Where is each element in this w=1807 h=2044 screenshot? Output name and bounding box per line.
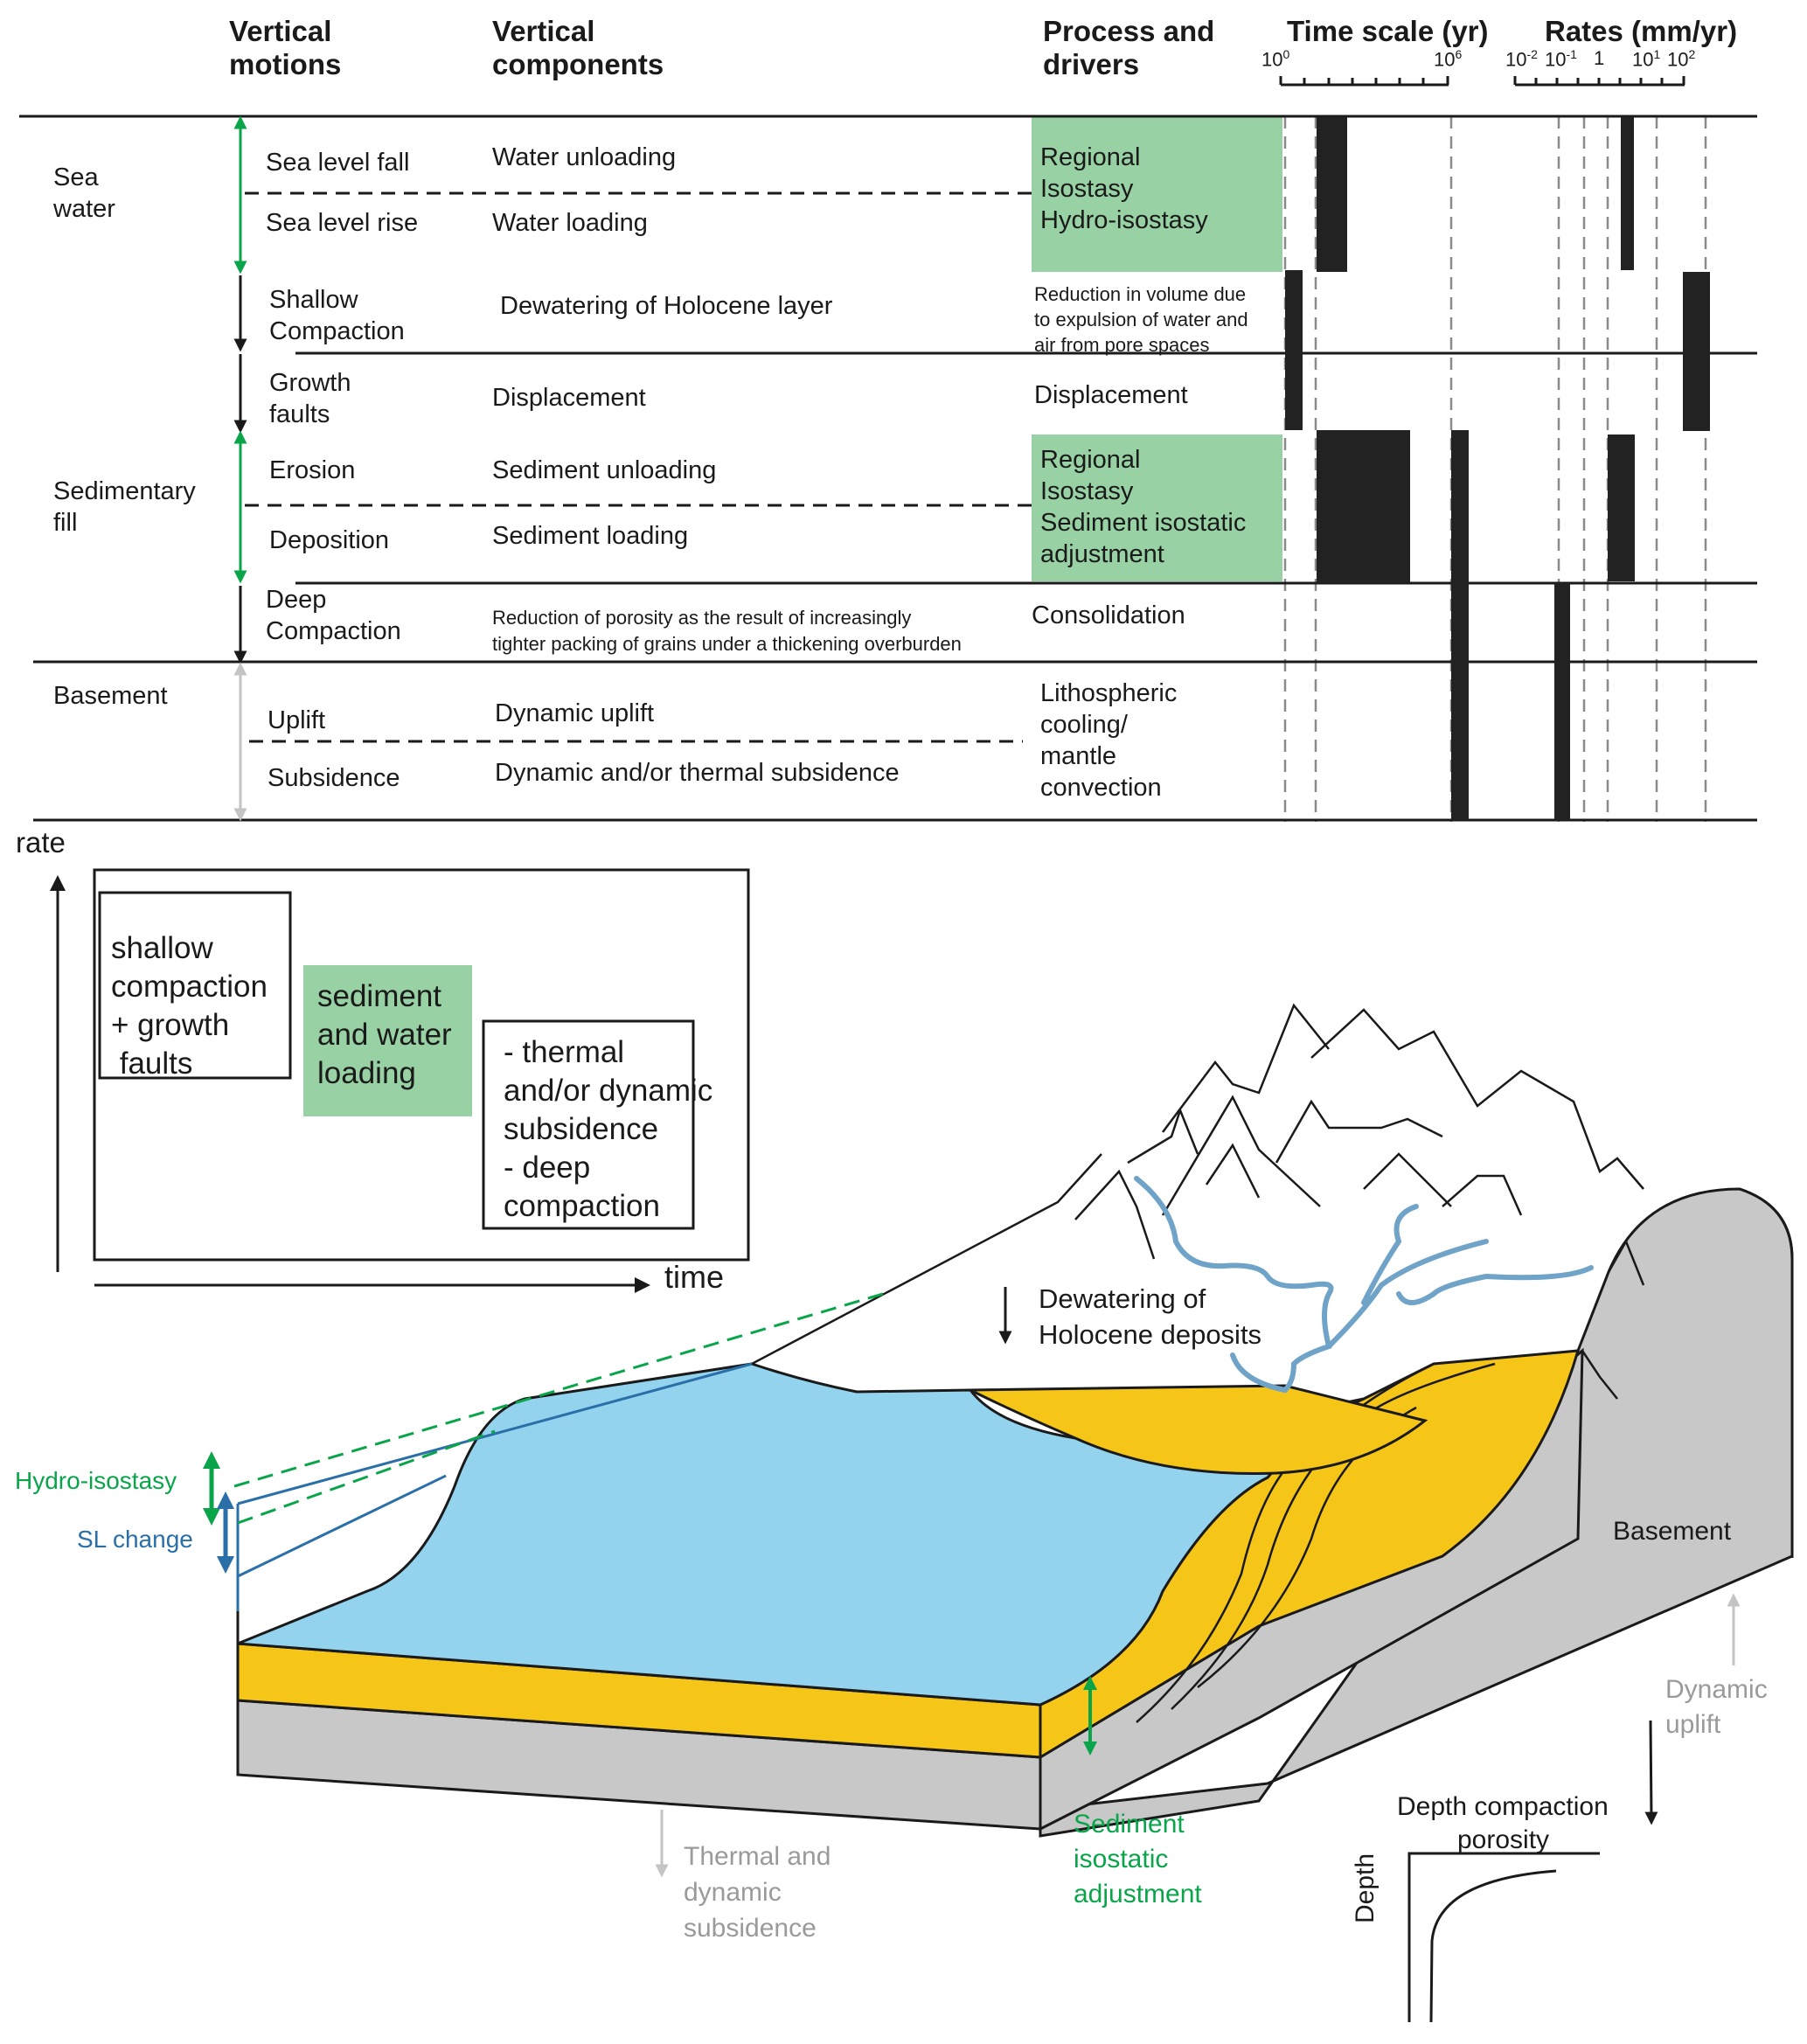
process-consolidation: Consolidation	[1032, 601, 1185, 629]
sl-change-label: SL change	[77, 1526, 193, 1553]
header-vertical-motions: Vertical motions	[229, 15, 342, 80]
component-displacement: Displacement	[492, 384, 646, 412]
rate-tick-label: 101	[1632, 47, 1661, 71]
process-box-sediment	[1032, 435, 1282, 581]
process-shallow: Reduction in volume due to expulsion of …	[1034, 283, 1248, 356]
component-dynamic-uplift: Dynamic uplift	[495, 699, 655, 727]
component-sediment-loading: Sediment loading	[492, 522, 689, 550]
bar-rate-sea-level	[1621, 117, 1634, 270]
header-rates: Rates (mm/yr)	[1545, 15, 1738, 47]
sea-level-lines	[233, 1292, 884, 1644]
bar-rate-deep-basement	[1554, 583, 1570, 820]
dashed-rules	[245, 191, 1032, 743]
group-sea-water: Sea water	[53, 163, 115, 223]
rate-tick-label: 10-2	[1505, 47, 1538, 71]
motion-sea-level-rise: Sea level rise	[266, 209, 419, 237]
motion-uplift: Uplift	[268, 706, 326, 734]
time-scale-bars	[1285, 117, 1469, 820]
motion-sea-level-fall: Sea level fall	[266, 149, 410, 177]
sediment-isostatic-label: Sediment isostatic adjustment	[1074, 1810, 1202, 1908]
box-shallow-text: shallow compaction + growth faults	[111, 931, 268, 1081]
depth-axis-label: Depth	[1351, 1853, 1380, 1923]
coastal-deposit	[970, 1384, 1428, 1475]
box-thermal	[482, 1019, 695, 1230]
component-water-loading: Water loading	[492, 209, 648, 237]
table-graphics	[19, 76, 1757, 822]
time-tick-label: 106	[1434, 47, 1463, 71]
component-dewatering: Dewatering of Holocene layer	[500, 292, 833, 320]
thermal-subsidence-label: Thermal and dynamic subsidence	[684, 1842, 831, 1943]
rate-tick-label: 1	[1594, 47, 1605, 69]
box-thermal-text: - thermal and/or dynamic subsidence - de…	[504, 1035, 713, 1223]
dynamic-uplift-label: Dynamic uplift	[1665, 1675, 1768, 1739]
rate-tick-label: 102	[1667, 47, 1696, 71]
time-tick-label: 100	[1261, 47, 1290, 71]
process-displacement: Displacement	[1034, 381, 1188, 409]
basement-label: Basement	[1613, 1517, 1732, 1546]
box-loading	[303, 965, 472, 1116]
bar-time-sea-level	[1317, 117, 1347, 272]
component-sediment-unloading: Sediment unloading	[492, 456, 717, 484]
box-shallow	[98, 891, 292, 1080]
rate-tick-label: 10-1	[1545, 47, 1577, 71]
motion-erosion: Erosion	[269, 456, 356, 484]
time-axis-ruler	[1279, 76, 1449, 87]
header-time-scale: Time scale (yr)	[1287, 15, 1489, 47]
bar-time-shallow-growth	[1285, 270, 1303, 430]
bar-rate-sediment	[1608, 435, 1635, 581]
table-rules	[19, 115, 1757, 822]
hydro-isostasy-label: Hydro-isostasy	[15, 1467, 177, 1494]
component-porosity-reduction: Reduction of porosity as the result of i…	[492, 607, 962, 655]
bar-time-deep-basement	[1451, 430, 1469, 820]
motion-subsidence: Subsidence	[268, 764, 400, 792]
depth-compaction-label: Depth compaction	[1397, 1792, 1609, 1821]
rate-bars	[1554, 117, 1710, 820]
motion-deep-compaction: Deep Compaction	[266, 586, 401, 645]
header-process-drivers: Process and drivers	[1043, 15, 1215, 80]
group-sedimentary-fill: Sedimentary fill	[53, 477, 196, 537]
process-sediment: Regional Isostasy Sediment isostatic adj…	[1040, 446, 1247, 568]
porosity-label: porosity	[1457, 1825, 1550, 1854]
box-loading-text: sediment and water loading	[317, 979, 452, 1090]
motion-growth-faults: Growth faults	[269, 369, 351, 428]
sea-water	[236, 1362, 1366, 1707]
time-label: time	[664, 1259, 725, 1295]
mountain-lines	[751, 1003, 1645, 1400]
rivers	[1134, 1176, 1334, 1394]
rate-axis-ruler	[1513, 76, 1685, 87]
process-sea: Regional Isostasy Hydro-isostasy	[1040, 143, 1208, 234]
rate-time-frame	[93, 868, 750, 1262]
component-water-unloading: Water unloading	[492, 143, 677, 171]
header-vertical-components: Vertical components	[492, 15, 664, 80]
motion-deposition: Deposition	[269, 526, 390, 554]
motion-shallow-compaction: Shallow Compaction	[269, 286, 405, 345]
process-box-sea	[1032, 116, 1282, 272]
group-basement: Basement	[53, 682, 168, 710]
porosity-depth-plot	[1407, 1852, 1600, 2023]
rate-time-graphics	[50, 868, 750, 1293]
dewatering-label: Dewatering of Holocene deposits	[1039, 1283, 1262, 1350]
process-basement: Lithospheric cooling/ mantle convection	[1040, 679, 1178, 802]
rate-label: rate	[16, 826, 66, 859]
bar-time-sediment	[1317, 430, 1410, 583]
bar-rate-shallow-growth	[1683, 272, 1710, 431]
component-thermal-subsidence: Dynamic and/or thermal subsidence	[495, 759, 900, 787]
